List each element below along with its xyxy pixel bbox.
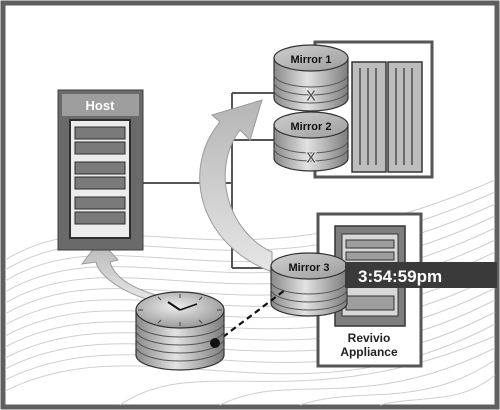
mirror-2-x-icon: x (305, 146, 316, 168)
dashed-link-endpoint (210, 338, 220, 348)
storage-rack-right (387, 61, 423, 173)
timestamp-banner: 3:54:59pm (345, 262, 497, 288)
clock-ticks (138, 294, 222, 326)
mirror-2-label: Mirror 2 (291, 121, 332, 133)
mirror-1-label: Mirror 1 (291, 54, 332, 66)
mirror-2-disk: Mirror 2 x (273, 111, 349, 172)
storage-array (313, 40, 434, 179)
time-disk (135, 291, 225, 371)
appliance-label-line1: Revivio (348, 331, 391, 345)
timestamp-text: 3:54:59pm (358, 267, 442, 286)
mirror-3-disk: Mirror 3 (270, 252, 348, 317)
timestamp-background (345, 262, 497, 288)
host-drive-slots (74, 126, 126, 225)
host-label: Host (86, 98, 116, 113)
host-server: Host (57, 89, 144, 251)
mirror-1-disk: Mirror 1 x (273, 44, 349, 112)
mirror-3-label: Mirror 3 (289, 262, 330, 274)
appliance-label-line2: Appliance (340, 345, 398, 359)
clock-minute-hand (179, 303, 198, 311)
host-header (62, 94, 139, 116)
clock-hour-hand (167, 301, 181, 311)
restore-arrow-to-mirrors (199, 99, 273, 273)
mirror-1-x-icon: x (305, 84, 316, 106)
snapshot-link-dashed-line (214, 289, 286, 344)
storage-rack-left (351, 61, 387, 173)
